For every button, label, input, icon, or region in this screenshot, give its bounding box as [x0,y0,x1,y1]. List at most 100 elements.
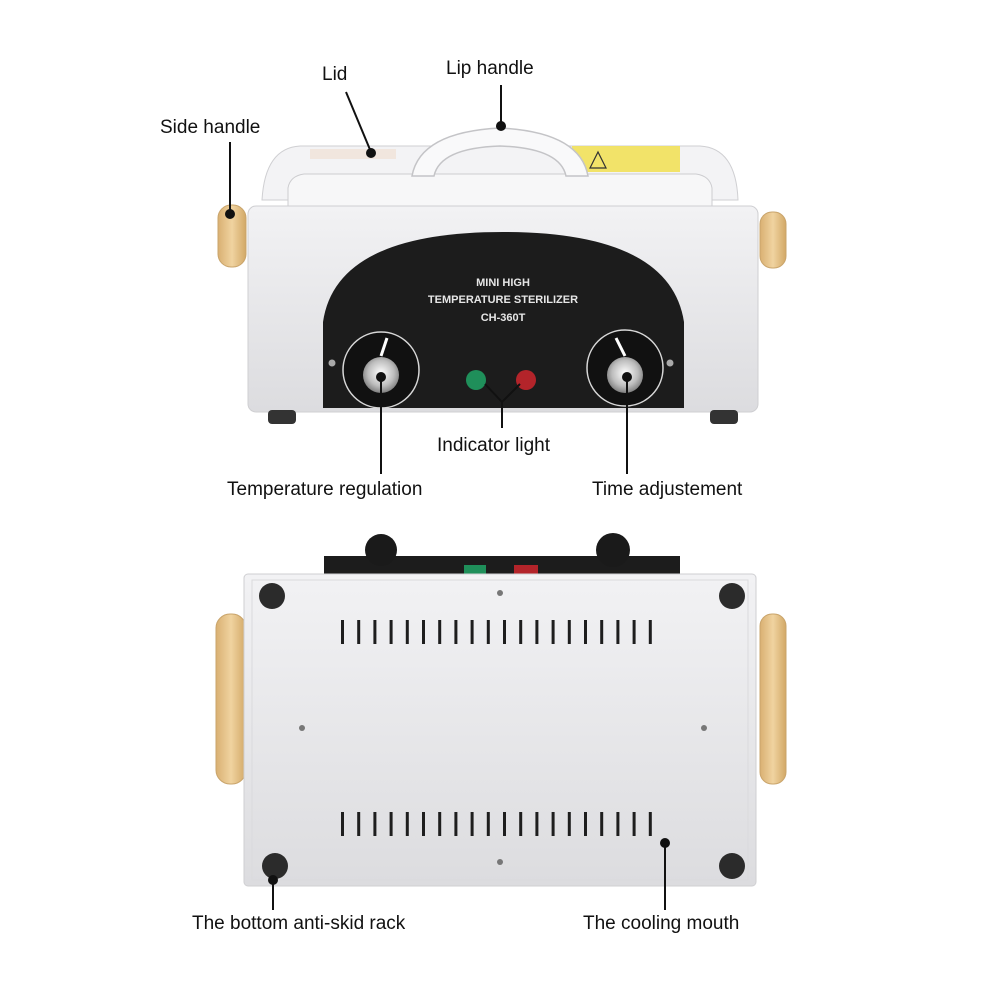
bottom-light-red [514,565,538,574]
vent-slot [648,620,652,644]
vent-slot [648,812,652,836]
base-plate-border [251,579,749,881]
vent-slot [373,812,377,836]
lid-sticker [310,149,396,159]
bottom-view [215,533,787,887]
vent-slot [584,812,587,836]
vent-slot [405,620,409,644]
bottom-right-handle [759,613,787,785]
vent-slot [438,812,442,836]
foot-top-right [719,583,745,609]
side-handle-leader-dot [225,209,235,219]
vent-slot [454,812,458,836]
indicator-light-red [516,370,536,390]
foot-bottom-right [719,853,745,879]
bottom-light-green [464,565,486,574]
vent-slot [600,812,604,836]
time-adjustment-label: Time adjustement [592,479,743,500]
vent-slot [373,620,377,644]
vent-slot [632,812,636,836]
foot-bottom-left [262,853,288,879]
screw-right [701,725,707,731]
top-panel-strip [324,556,680,574]
cooling-mouth-leader-dot [660,838,670,848]
lid-leader [345,91,372,153]
lid-leader-dot [366,148,376,158]
bottom-knob-left [365,534,397,566]
panel-screw-right [666,359,674,367]
screw-bottom [497,859,503,865]
anti-skid-leader-dot [268,875,278,885]
foot-top-left [259,583,285,609]
temperature-regulation-label: Temperature regulation [227,479,423,500]
lip-handle-leader-dot [496,121,506,131]
lid [287,173,713,209]
vent-slot [357,620,361,644]
temperature-leader-dot [376,372,386,382]
vent-slot [470,620,474,644]
warning-sticker [572,146,680,172]
right-side-handle [759,211,787,269]
vent-slot [519,620,523,644]
vent-slot [535,812,539,836]
vent-slot [616,620,620,644]
vent-slot [357,812,361,836]
side-handle-label: Side handle [160,117,261,138]
base-plate [243,573,757,887]
vent-slot [551,812,555,836]
lip-handle-label: Lip handle [446,58,534,79]
vent-row-top [341,620,652,644]
vent-slot [584,620,587,644]
vent-slot [438,620,442,644]
indicator-light-green [466,370,486,390]
vent-slot [616,812,620,836]
panel-line2: TEMPERATURE STERILIZER [428,294,578,306]
vent-slot [535,620,539,644]
bottom-left-handle [215,613,247,785]
vent-slot [503,620,506,644]
cooling-mouth-label: The cooling mouth [583,913,740,934]
lip-handle [411,127,589,177]
rubber-feet [259,583,745,879]
vent-slot [422,812,425,836]
warning-icon [589,150,607,169]
vent-slot [503,812,506,836]
indicator-leader [484,383,521,428]
panel-model: CH-360T [481,312,526,324]
indicator-light-label: Indicator light [437,435,551,456]
vent-slot [454,620,458,644]
bottom-knob-right [596,533,630,567]
temperature-pointer [379,337,389,357]
vent-slot [567,812,571,836]
time-leader-dot [622,372,632,382]
screw-top [497,590,503,596]
vent-slot [405,812,409,836]
vent-slot [389,620,393,644]
screw-left [299,725,305,731]
vent-slot [486,812,490,836]
lid-label: Lid [322,64,348,85]
panel-line1: MINI HIGH [476,277,530,289]
left-side-handle [217,204,247,268]
vent-slot [632,620,636,644]
front-view: MINI HIGH TEMPERATURE STERILIZER CH-360T [217,127,787,424]
time-pointer [614,337,627,357]
vent-slot [341,620,344,644]
vent-slot [422,620,425,644]
bottom-leader-lines [268,838,670,910]
time-dial [586,329,664,407]
anti-skid-rack-label: The bottom anti-skid rack [192,913,406,934]
vent-slot [389,812,393,836]
vent-slot [519,812,523,836]
front-foot-left [268,410,296,424]
panel-screw-left [328,359,336,367]
vent-slot [600,620,604,644]
vent-slot [470,812,474,836]
vent-slot [486,620,490,644]
front-leader-lines [225,85,632,474]
vent-slot [341,812,344,836]
vent-row-bottom [341,812,652,836]
front-foot-right [710,410,738,424]
